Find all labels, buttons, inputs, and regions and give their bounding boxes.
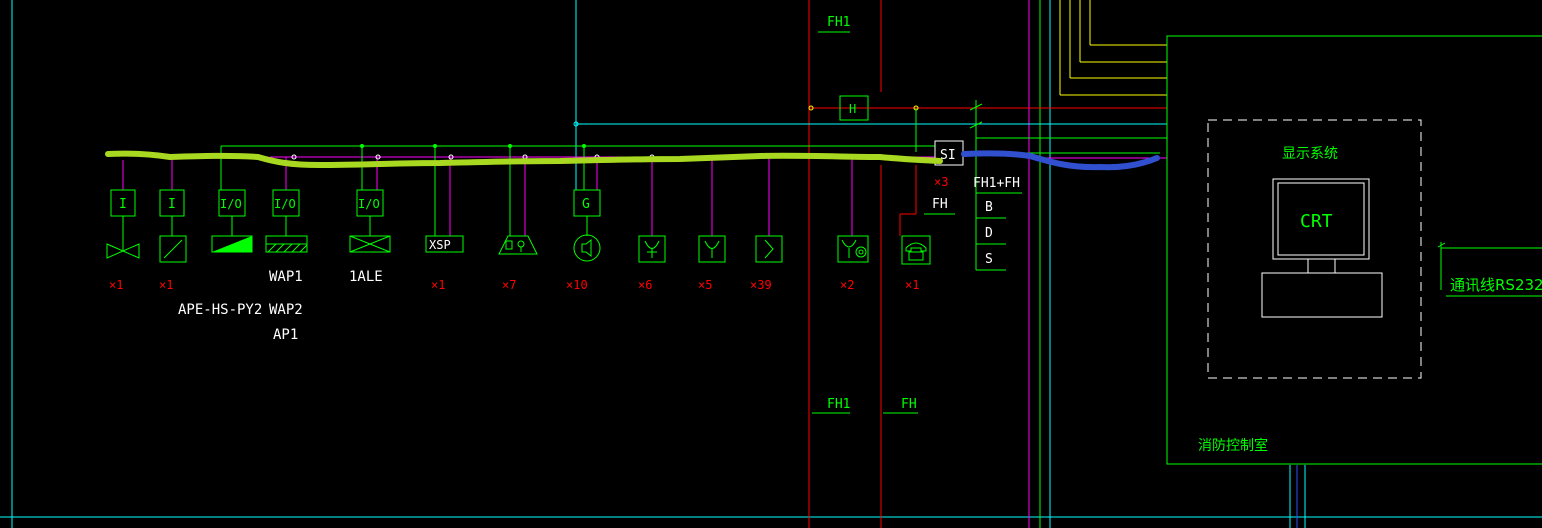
device-count: ×39 <box>750 278 772 292</box>
control-room-frame <box>1166 35 1542 465</box>
si-count: ×3 <box>934 175 948 189</box>
device-label-1: WAP1 <box>269 269 303 285</box>
device-heat-smoke[interactable]: ×2 <box>837 157 869 292</box>
control-room-name: 消防控制室 <box>1198 437 1268 454</box>
device-count: ×1 <box>159 278 173 292</box>
module-label: I/O <box>358 197 380 211</box>
device-count: ×2 <box>840 278 854 292</box>
fh1-bottom-label: FH1 <box>827 397 850 412</box>
device-speaker[interactable]: G ×10 <box>566 121 601 292</box>
hydrant-button-icon <box>698 235 726 263</box>
control-room: 显示系统 CRT 通讯线RS232 消防控制室 <box>1166 35 1542 465</box>
speaker-icon <box>573 234 601 262</box>
highlight-blue-stroke <box>961 150 1160 171</box>
crt-label: CRT <box>1300 211 1333 232</box>
highlight-yellow-green-stroke <box>105 150 943 168</box>
device-damper[interactable]: I/O <box>211 189 253 253</box>
display-system-frame <box>1207 119 1422 379</box>
comm-line-label: 通讯线RS232 <box>1450 276 1542 294</box>
module-label: I/O <box>274 197 296 211</box>
damper-icon <box>211 235 253 253</box>
module-label: I <box>168 197 176 212</box>
alarm-bell-icon <box>498 235 538 255</box>
switch-icon <box>159 235 187 263</box>
device-hydrant-button[interactable]: ×5 <box>698 157 726 292</box>
device-manual-call[interactable]: ×6 <box>638 154 666 292</box>
device-smoke-detector[interactable]: ×39 <box>750 157 783 292</box>
device-telephone[interactable]: ×1 <box>899 213 931 292</box>
device-count: ×1 <box>431 278 445 292</box>
si-fh-label: FH <box>932 197 948 212</box>
device-switch[interactable]: I ×1 APE-HS-PY2 <box>159 160 262 318</box>
xsp-box-label: XSP <box>429 238 451 252</box>
fan-icon <box>265 235 308 253</box>
device-row: I ×1 I ×1 APE-HS-PY2 I/O <box>106 121 931 343</box>
device-label: APE-HS-PY2 <box>178 302 262 318</box>
fh1-top-label: FH1 <box>827 15 850 30</box>
device-valve[interactable]: I ×1 <box>106 160 140 292</box>
fh-bottom-label: FH <box>901 397 917 412</box>
valve-icon <box>106 243 140 259</box>
device-count: ×5 <box>698 278 712 292</box>
si-bus-label: FH1+FH <box>973 176 1020 191</box>
device-fan[interactable]: I/O WAP1 WAP2 AP1 <box>265 154 308 343</box>
risers <box>575 0 1306 528</box>
crt-monitor-icon[interactable]: CRT <box>1261 178 1383 318</box>
module-label: G <box>582 197 590 212</box>
heat-smoke-icon <box>837 235 869 263</box>
device-count: ×6 <box>638 278 652 292</box>
device-count: ×7 <box>502 278 516 292</box>
device-count: ×1 <box>109 278 123 292</box>
device-label: 1ALE <box>349 269 383 285</box>
module-label: I/O <box>220 197 242 211</box>
manual-call-icon <box>638 235 666 263</box>
device-label-2: WAP2 <box>269 302 303 318</box>
si-row-s: S <box>985 252 993 267</box>
device-alarm-bell[interactable]: ×7 <box>498 144 538 292</box>
device-count: ×10 <box>566 278 588 292</box>
h-box-label: H <box>849 102 856 116</box>
smoke-detector-icon <box>755 235 783 263</box>
device-label-3: AP1 <box>273 327 298 343</box>
si-section[interactable]: SI ×3 FH FH1+FH B D S <box>924 100 1022 271</box>
module-label: I <box>119 197 127 212</box>
si-box-label: SI <box>940 148 956 163</box>
si-row-d: D <box>985 226 993 241</box>
si-row-b: B <box>985 200 993 215</box>
display-system-label: 显示系统 <box>1282 146 1338 162</box>
device-count: ×1 <box>905 278 919 292</box>
riser-labels: FH1 FH1 FH H <box>808 15 919 414</box>
device-cross-box[interactable]: I/O 1ALE <box>349 144 391 285</box>
cross-box-icon <box>349 235 391 253</box>
xsp-box <box>425 235 464 253</box>
telephone-icon <box>901 235 931 265</box>
